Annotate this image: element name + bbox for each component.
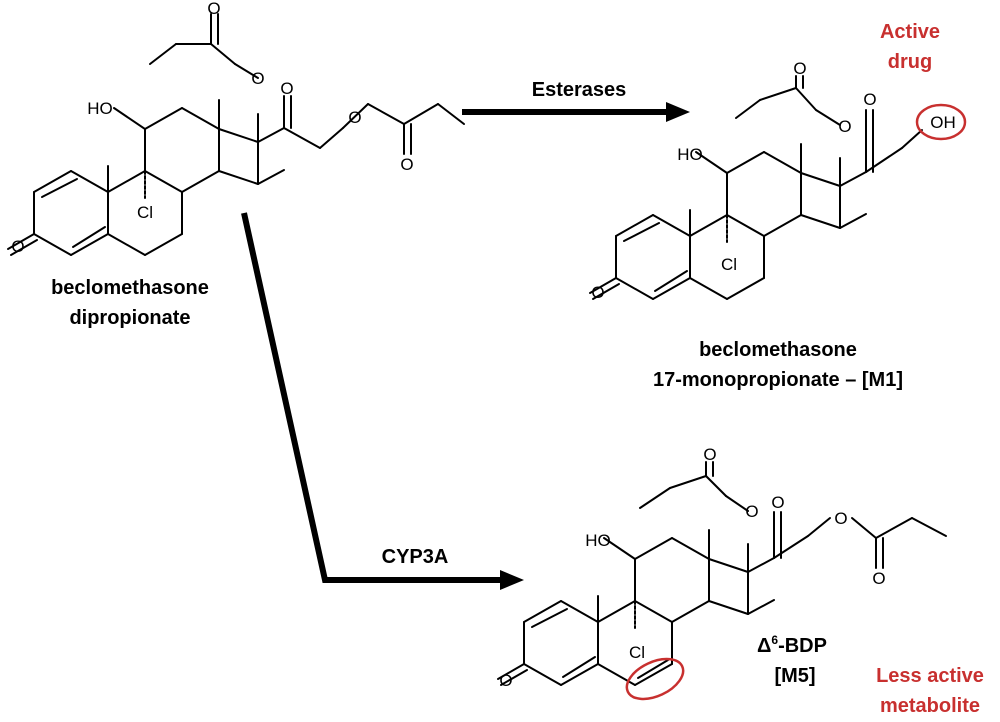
bdp-name-line1: beclomethasone [51, 277, 209, 299]
m5-c21-oxygen: O [834, 509, 847, 528]
m1-ester-oxygen: O [838, 117, 851, 136]
cyp3a-label: CYP3A [382, 546, 449, 568]
m1-name-line1: beclomethasone [699, 339, 857, 361]
m5-ester-oxygen: O [745, 502, 758, 521]
cyp3a-arrow: CYP3A [241, 212, 524, 590]
bdp-ketone-oxygen: O [11, 237, 24, 256]
bdp-carbonyl-oxygen: O [207, 0, 220, 18]
m1-chlorine-label: Cl [721, 255, 737, 274]
bdp-name-line2: dipropionate [69, 307, 190, 329]
molecule-m1: O HO Cl O O O OH beclomethasone 17-monop… [589, 59, 967, 391]
m5-chlorine-label: Cl [629, 643, 645, 662]
esterase-label: Esterases [532, 79, 627, 101]
m5-name-suffix: -BDP [778, 635, 827, 657]
less-active-line2: metabolite [880, 695, 980, 717]
m5-superscript: 6 [771, 633, 778, 647]
m1-c20-oxygen: O [863, 90, 876, 109]
m5-carbonyl-oxygen: O [703, 445, 716, 464]
m1-ketone-oxygen: O [591, 283, 604, 302]
m5-hydroxyl-label: HO [585, 531, 611, 550]
bdp-hydroxyl-label: HO [87, 99, 113, 118]
less-active-line1: Less active [876, 665, 984, 687]
bdp-c21-oxygen: O [348, 108, 361, 127]
m1-name-line2: 17-monopropionate – [M1] [653, 369, 903, 391]
m1-hydroxyl-group: OH [930, 113, 956, 132]
active-drug-line2: drug [888, 51, 932, 73]
bdp-ester-oxygen: O [251, 69, 264, 88]
m5-ketone-oxygen: O [499, 671, 512, 690]
molecule-bdp: O HO Cl O O O O O beclomethasone dipropi… [7, 0, 465, 329]
bdp-c21-carbonyl-oxygen: O [400, 155, 413, 174]
m5-c21-carbonyl-oxygen: O [872, 569, 885, 588]
m5-delta-symbol: Δ [757, 635, 771, 657]
bdp-c20-oxygen: O [280, 79, 293, 98]
m5-name-line1: Δ6-BDP [757, 633, 827, 657]
molecule-m5: O HO Cl O O O O O Δ6-BDP [M5] [497, 445, 947, 701]
m5-code: [M5] [774, 665, 815, 687]
m1-hydroxyl-highlight [915, 103, 967, 141]
m1-carbonyl-oxygen: O [793, 59, 806, 78]
bdp-chlorine-label: Cl [137, 203, 153, 222]
m1-hydroxyl-label: HO [677, 145, 703, 164]
esterase-arrow: Esterases [462, 79, 690, 122]
active-drug-line1: Active [880, 21, 940, 43]
m5-double-bond-highlight [625, 657, 685, 701]
m5-c20-oxygen: O [771, 493, 784, 512]
